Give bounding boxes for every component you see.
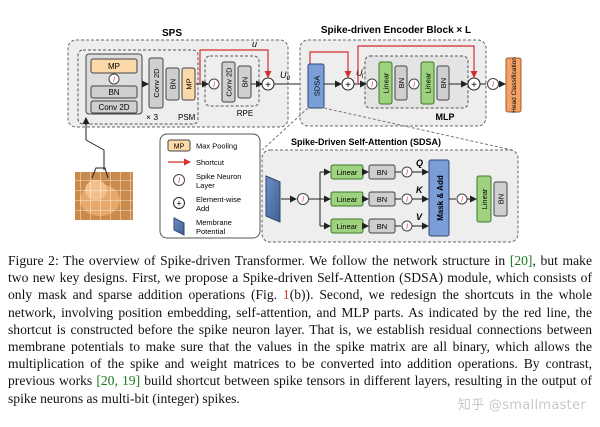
shortcut-line	[357, 45, 478, 84]
repeat-label: × 3	[146, 112, 158, 122]
svg-text:Potential: Potential	[196, 227, 226, 236]
psm-label: PSM	[178, 113, 196, 122]
svg-text:l: l	[178, 178, 180, 185]
svg-text:l: l	[371, 82, 373, 89]
spike-neuron-icon	[208, 78, 220, 90]
sdsa-block	[307, 63, 325, 109]
u-label: u	[252, 39, 257, 49]
bn-label: BN	[108, 88, 119, 97]
bn-block	[394, 65, 408, 101]
spike-neuron-icon	[487, 78, 499, 90]
svg-text:Linear: Linear	[480, 188, 489, 209]
svg-text:+: +	[471, 80, 477, 91]
ul-label: U′l	[356, 67, 365, 80]
svg-text:l: l	[213, 82, 215, 89]
figure-ref-link[interactable]: 1	[282, 287, 290, 303]
bn-block	[436, 65, 450, 101]
linear-block	[476, 175, 492, 223]
citation-link[interactable]: [20]	[509, 253, 533, 268]
psm-group	[77, 49, 199, 125]
svg-text:l: l	[413, 82, 415, 89]
bn-label: BN	[397, 78, 406, 88]
svg-text:+: +	[176, 199, 181, 209]
bn-block	[493, 181, 508, 217]
svg-text:l: l	[461, 197, 463, 204]
svg-text:Linear: Linear	[337, 168, 358, 177]
bn-label: BN	[169, 79, 178, 89]
svg-text:l: l	[406, 170, 408, 177]
svg-text:l: l	[302, 197, 304, 204]
u0-label: U0	[280, 70, 291, 82]
watermark: 知乎 @smallmaster	[457, 398, 586, 413]
svg-text:l: l	[406, 197, 408, 204]
legend-add-label: Element-wise	[196, 195, 241, 204]
bn-label: BN	[439, 78, 448, 88]
legend-mp-label: Max Pooling	[196, 142, 237, 151]
svg-text:l: l	[492, 82, 494, 89]
mlp-title: MLP	[436, 112, 455, 122]
mask-add-label: Mask & Add	[436, 175, 445, 221]
sps-title: SPS	[162, 28, 182, 39]
svg-text:+: +	[345, 80, 351, 91]
linear-label: Linear	[382, 72, 391, 93]
elementwise-add-icon	[173, 197, 185, 209]
svg-text:BN: BN	[497, 194, 506, 204]
membrane-potential-icon	[173, 217, 185, 236]
v-label: V	[416, 212, 423, 222]
mask-add-block	[428, 159, 450, 237]
svg-text:+: +	[265, 80, 271, 91]
svg-text:Linear: Linear	[337, 195, 358, 204]
bn-block	[237, 65, 252, 99]
legend-shortcut-label: Shortcut	[196, 158, 225, 167]
conv2d-label: Conv 2D	[152, 68, 161, 98]
conv2d-block	[90, 100, 138, 114]
svg-text:l: l	[406, 224, 408, 231]
bn-label: BN	[241, 77, 250, 87]
spike-neuron-icon	[297, 193, 309, 205]
mp-block	[181, 67, 196, 101]
citation-link[interactable]: [20, 19]	[96, 373, 141, 389]
encoder-title: Spike-driven Encoder Block × L	[321, 25, 471, 36]
svg-text:BN: BN	[377, 222, 387, 231]
spike-neuron-icon	[408, 78, 420, 90]
sdsa-block-label: SDSA	[313, 76, 322, 96]
head-classification-block	[505, 57, 522, 113]
conv2d-label: Conv 2D	[225, 67, 234, 97]
bn-block	[90, 85, 138, 99]
sdsa-title: Spike-Driven Self-Attention (SDSA)	[291, 137, 441, 147]
k-label: K	[416, 185, 424, 195]
architecture-figure: SPS MP l BN Conv 2D × 3 PSM Conv 2D BN M…	[67, 25, 522, 243]
linear-block	[420, 61, 435, 105]
legend-spike-label: Spike Neuron	[196, 172, 241, 181]
linear-label: Linear	[424, 72, 433, 93]
conv2d-block	[221, 61, 236, 103]
svg-text:Add: Add	[196, 204, 209, 213]
shortcut-line	[199, 49, 272, 84]
q-label: Q	[416, 158, 423, 168]
conv2d-block	[148, 57, 164, 109]
mp-label: MP	[108, 62, 120, 71]
svg-text:Linear: Linear	[337, 222, 358, 231]
spike-neuron-icon	[173, 174, 185, 186]
svg-text:Layer: Layer	[196, 181, 215, 190]
mp-label: MP	[185, 78, 194, 89]
conv2d-label: Conv 2D	[98, 103, 129, 112]
svg-text:BN: BN	[377, 195, 387, 204]
membrane-potential-icon	[265, 175, 281, 223]
linear-block	[378, 61, 393, 105]
figure-caption: Figure 2: The overview of Spike-driven T…	[8, 253, 592, 406]
rpe-label: RPE	[237, 109, 253, 118]
svg-text:l: l	[113, 77, 115, 84]
head-classification-label: Head Classification	[511, 57, 518, 113]
spike-neuron-icon	[366, 78, 378, 90]
spike-neuron-icon	[108, 73, 120, 85]
svg-text:MP: MP	[174, 144, 185, 151]
bn-block	[165, 67, 180, 101]
svg-text:BN: BN	[377, 168, 387, 177]
mp-block	[90, 58, 138, 74]
legend-membrane-label: Membrane	[196, 218, 232, 227]
legend-mp-swatch	[167, 139, 191, 152]
